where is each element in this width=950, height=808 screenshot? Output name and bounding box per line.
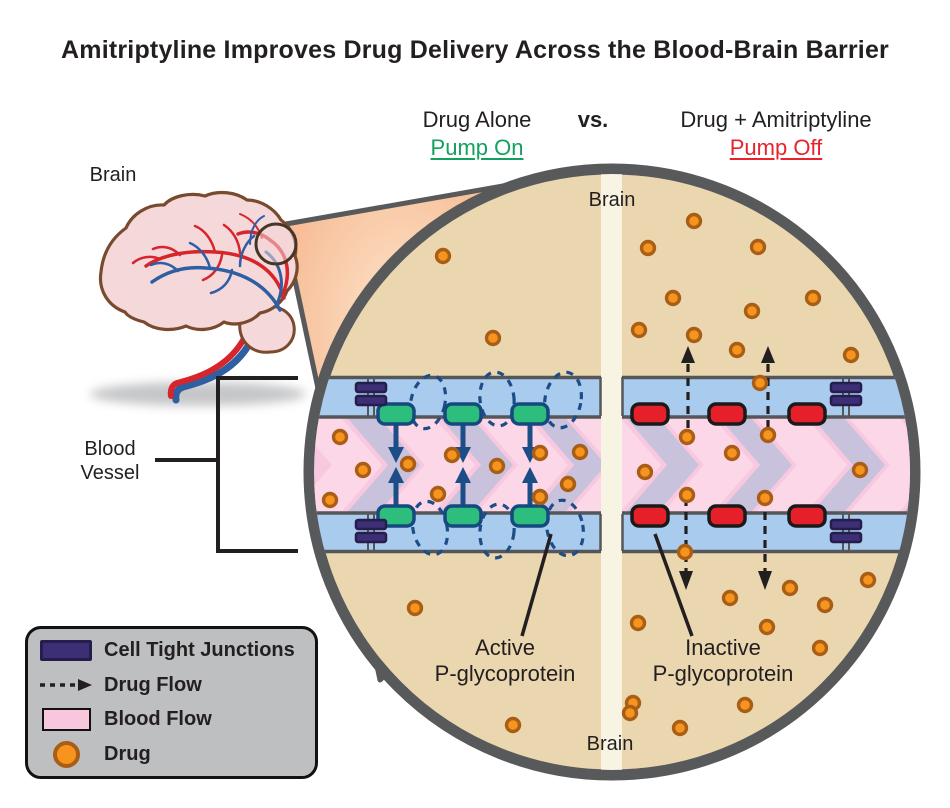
- active-line1: Active: [475, 635, 535, 660]
- vs-label: vs.: [577, 107, 609, 132]
- brain-bottom-label: Brain: [586, 733, 634, 755]
- active-line2: P-glycoprotein: [434, 661, 576, 686]
- legend-row-tight-junctions: Cell Tight Junctions: [28, 634, 315, 668]
- magnifier-circle: [254, 222, 298, 266]
- blood-flow-icon: [28, 708, 104, 732]
- legend: Cell Tight Junctions Drug Flow Blood Flo…: [25, 626, 318, 779]
- blood-vessel-line1: Blood: [84, 438, 136, 460]
- inactive-pglycoprotein-pumps: [630, 402, 827, 528]
- tight-junctions: [354, 381, 863, 544]
- page-title: Amitriptyline Improves Drug Delivery Acr…: [61, 36, 889, 64]
- inactive-line2: P-glycoprotein: [652, 661, 794, 686]
- legend-label: Drug: [104, 742, 151, 765]
- pump-eject-arrows: [388, 424, 538, 506]
- pump-off-status: Pump Off: [729, 135, 823, 160]
- inactive-line1: Inactive: [685, 635, 761, 660]
- pump-on-status: Pump On: [430, 135, 524, 160]
- legend-label: Drug Flow: [104, 673, 202, 696]
- drug-icon: [28, 740, 104, 768]
- blood-vessel-label: Blood Vessel: [50, 437, 170, 485]
- legend-label: Blood Flow: [104, 708, 212, 731]
- blood-vessel-line2: Vessel: [80, 462, 140, 484]
- legend-label: Cell Tight Junctions: [104, 639, 295, 662]
- legend-row-drug-flow: Drug Flow: [28, 668, 315, 702]
- brain-label: Brain: [89, 164, 137, 186]
- legend-row-blood-flow: Blood Flow: [28, 703, 315, 737]
- brain-top-label: Brain: [588, 189, 636, 211]
- active-pglycoprotein-pumps: [376, 402, 550, 528]
- callout-lines: [520, 533, 694, 637]
- drug-flow-arrow-icon: [28, 677, 104, 693]
- blood-vessel-bracket: [155, 376, 298, 553]
- divider-cell-ends: [599, 377, 624, 551]
- left-condition-label: Drug Alone: [422, 107, 532, 132]
- drug-dots: [321, 212, 877, 737]
- half-divider: [601, 174, 622, 770]
- active-pglycoprotein-label: Active P-glycoprotein: [412, 635, 598, 687]
- brain-shadow: [90, 382, 306, 406]
- inactive-pglycoprotein-label: Inactive P-glycoprotein: [630, 635, 816, 687]
- right-condition-label: Drug + Amitriptyline: [680, 107, 872, 132]
- legend-row-drug: Drug: [28, 737, 315, 771]
- tight-junction-icon: [28, 640, 104, 662]
- brain-illustration: [98, 190, 299, 404]
